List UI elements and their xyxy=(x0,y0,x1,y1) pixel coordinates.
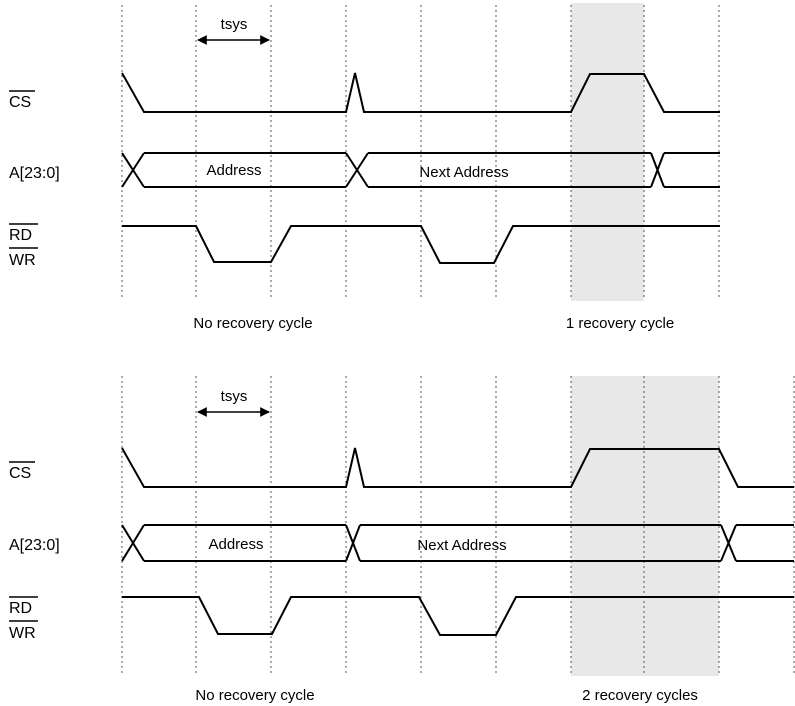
cs-label: CS xyxy=(9,465,31,482)
tsys-dimension: tsys xyxy=(197,16,270,45)
rd-label: RD xyxy=(9,227,32,244)
wr-label: WR xyxy=(9,625,36,642)
tsys-label: tsys xyxy=(221,16,248,33)
tsys-label: tsys xyxy=(221,388,248,405)
address-label: Address xyxy=(208,536,263,553)
timing-diagram-2: tsys CS A[23:0] RD WR Address Ne xyxy=(9,376,795,704)
right-caption: 1 recovery cycle xyxy=(566,315,674,332)
address-bus-waveform xyxy=(121,152,720,188)
left-caption: No recovery cycle xyxy=(193,315,312,332)
rd-label: RD xyxy=(9,600,32,617)
address-bus-waveform xyxy=(121,524,794,562)
tsys-dimension: tsys xyxy=(197,388,270,417)
timing-diagram-1: tsys CS A[23:0] RD WR Address Ne xyxy=(9,3,720,332)
next-address-label: Next Address xyxy=(417,537,506,554)
cs-label: CS xyxy=(9,94,31,111)
rd-wr-waveform xyxy=(122,596,794,636)
rd-wr-waveform xyxy=(122,225,720,264)
address-bus-label: A[23:0] xyxy=(9,537,60,554)
address-bus-label: A[23:0] xyxy=(9,165,60,182)
right-caption: 2 recovery cycles xyxy=(582,687,698,704)
cycle-gridlines xyxy=(121,5,720,300)
cs-waveform xyxy=(121,447,794,488)
wr-label: WR xyxy=(9,252,36,269)
cs-waveform xyxy=(121,72,720,113)
next-address-label: Next Address xyxy=(419,164,508,181)
left-caption: No recovery cycle xyxy=(195,687,314,704)
address-label: Address xyxy=(206,162,261,179)
